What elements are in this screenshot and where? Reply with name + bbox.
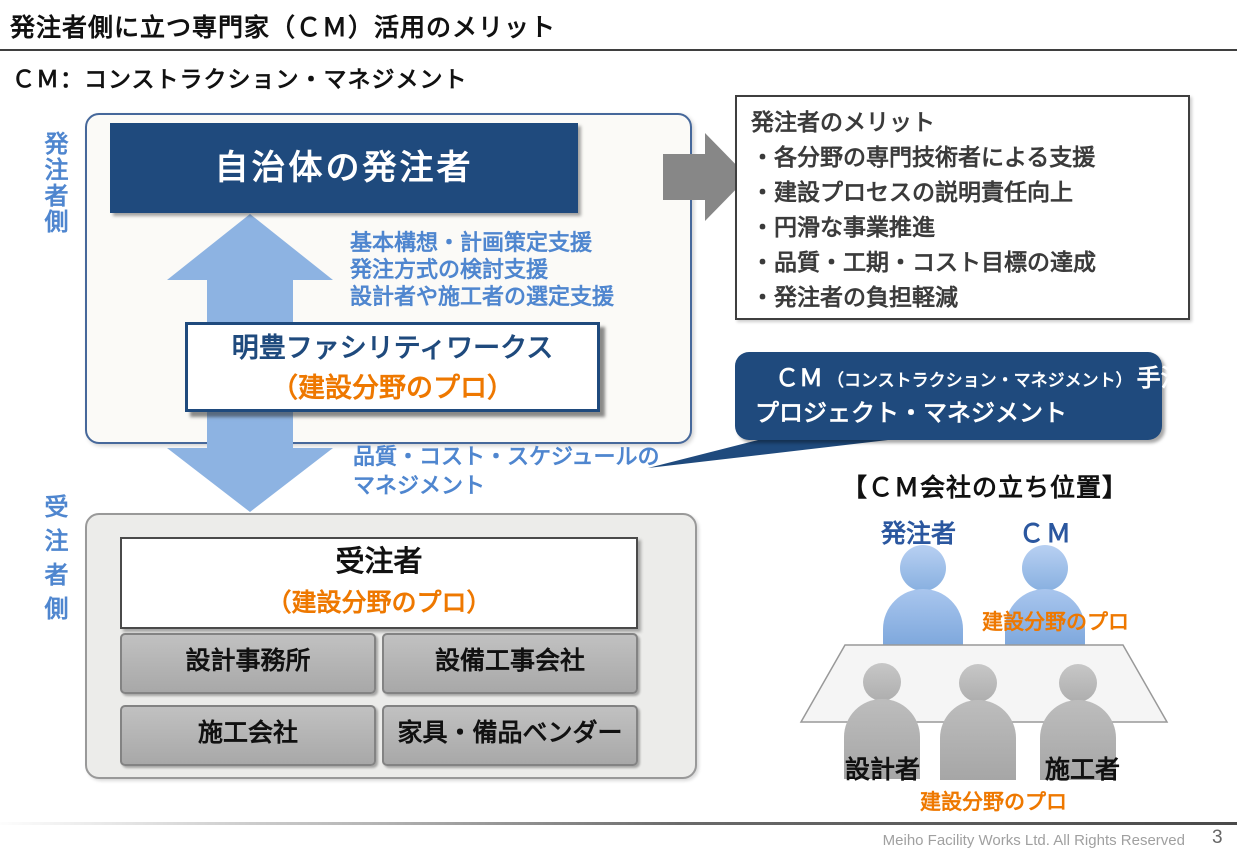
page-number: 3	[1212, 827, 1223, 848]
meiho-company-name: 明豊ファシリティワークス	[231, 333, 554, 363]
page-title: 発注者側に立つ専門家（ＣＭ）活用のメリット	[10, 14, 557, 42]
footer-divider	[0, 822, 1237, 825]
support-line: 設計者や施工者の選定支援	[350, 284, 615, 309]
merit-item: ・品質・工期・コスト目標の達成	[751, 249, 1096, 275]
contractor-subtitle: （建設分野のプロ）	[266, 589, 492, 617]
contractor-side-label: 受注者側	[40, 494, 67, 630]
callout-line2: プロジェクト・マネジメント	[755, 400, 1067, 427]
person-head	[863, 663, 901, 701]
owner-person-icon	[883, 545, 963, 647]
merit-item: ・各分野の専門技術者による支援	[751, 144, 1096, 170]
copyright-text: Meiho Facility Works Ltd. All Rights Res…	[882, 832, 1185, 849]
management-line: マネジメント	[353, 473, 486, 498]
owner-side-label: 発注者側	[40, 131, 67, 235]
support-line: 発注方式の検討支援	[350, 257, 549, 282]
callout-cm: ＣＭ	[775, 365, 823, 392]
diagram-designer-label: 設計者	[845, 756, 921, 784]
diagram-builder-label: 施工者	[1045, 756, 1121, 784]
vendor-box-furniture-vendor: 家具・備品ベンダー	[382, 705, 638, 766]
callout-tail-text: 手法による	[1136, 365, 1237, 392]
right-arrow-icon	[663, 133, 748, 221]
person-head	[900, 545, 946, 591]
callout-pointer-icon	[648, 437, 888, 468]
middle-person-icon	[940, 664, 1016, 780]
diagram-owner-label: 発注者	[881, 520, 957, 548]
support-services-text: 基本構想・計画策定支援 発注方式の検討支援 設計者や施工者の選定支援	[350, 229, 614, 310]
merits-heading: 発注者のメリット	[751, 109, 935, 135]
builder-person-icon	[1040, 664, 1116, 780]
contractor-pro-note: 建設分野のプロ	[920, 791, 1067, 814]
contractor-box: 受注者 （建設分野のプロ）	[120, 537, 638, 629]
contractor-name: 受注者	[335, 546, 423, 578]
callout-paren: （コンストラクション・マネジメント）	[827, 371, 1133, 390]
callout-line1: ＣＭ（コンストラクション・マネジメント）手法による	[755, 362, 1237, 398]
person-body	[1005, 589, 1085, 647]
management-line: 品質・コスト・スケジュールの	[353, 444, 660, 469]
subtitle: ＣＭ：コンストラクション・マネジメント	[12, 66, 468, 92]
position-diagram-heading: 【ＣＭ会社の立ち位置】	[841, 474, 1128, 502]
cm-method-callout: ＣＭ（コンストラクション・マネジメント）手法による プロジェクト・マネジメント	[735, 352, 1237, 440]
vendor-box-equipment-company: 設備工事会社	[382, 633, 638, 694]
meiho-company-subtitle: （建設分野のプロ）	[271, 373, 514, 403]
meiho-company-box: 明豊ファシリティワークス （建設分野のプロ）	[185, 322, 600, 412]
person-body	[883, 589, 963, 647]
management-text: 品質・コスト・スケジュールの マネジメント	[353, 442, 659, 500]
person-body	[844, 699, 920, 779]
vendor-box-design-office: 設計事務所	[120, 633, 376, 694]
cm-person-icon	[1005, 545, 1085, 647]
merit-item: ・円滑な事業推進	[751, 214, 935, 240]
person-head	[1059, 664, 1097, 702]
vendor-box-construction-company: 施工会社	[120, 705, 376, 766]
municipal-owner-box: 自治体の発注者	[110, 123, 578, 213]
cm-pro-note: 建設分野のプロ	[982, 611, 1129, 634]
diagram-cm-label: ＣＭ	[1019, 520, 1074, 548]
owner-merits-box: 発注者のメリット ・各分野の専門技術者による支援 ・建設プロセスの説明責任向上 …	[735, 95, 1190, 320]
person-body	[1040, 700, 1116, 780]
designer-person-icon	[844, 663, 920, 779]
person-body	[940, 700, 1016, 780]
person-head	[959, 664, 997, 702]
person-head	[1022, 545, 1068, 591]
support-line: 基本構想・計画策定支援	[350, 230, 593, 255]
merit-item: ・発注者の負担軽減	[751, 284, 958, 310]
title-underline	[0, 49, 1237, 51]
merit-item: ・建設プロセスの説明責任向上	[751, 179, 1073, 205]
